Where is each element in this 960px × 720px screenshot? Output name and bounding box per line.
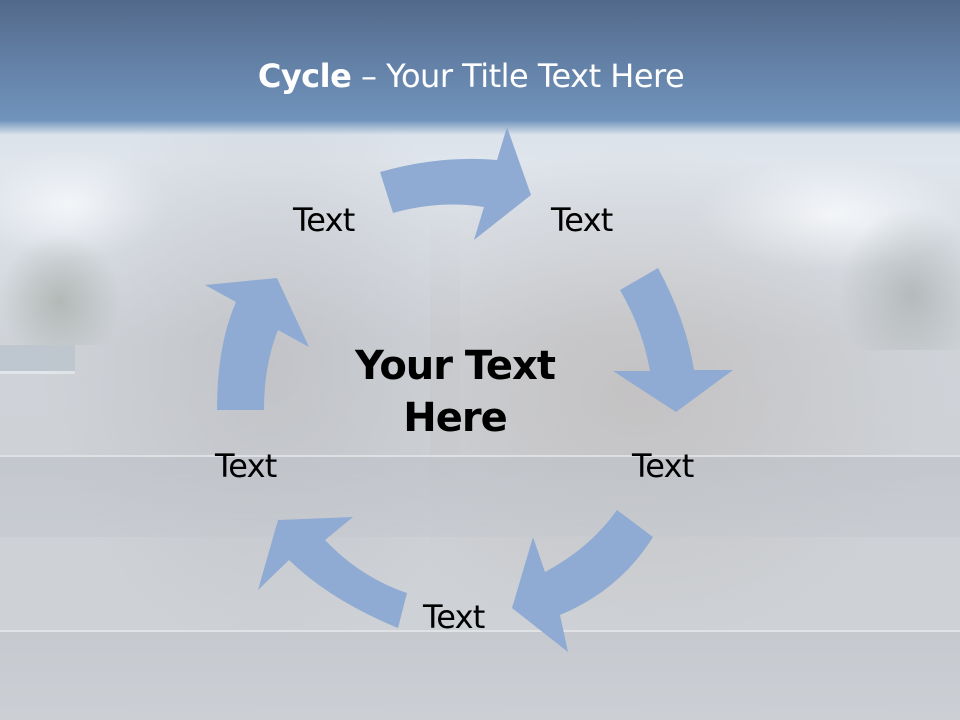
center-text-line-2: Here — [403, 395, 507, 441]
cycle-label-bottom[interactable]: Text — [423, 598, 485, 636]
title-separator: – — [351, 57, 387, 95]
title-header — [0, 0, 960, 135]
arrow-top-icon[interactable] — [380, 127, 531, 240]
center-text-line-1: Your Text — [355, 343, 556, 389]
arrow-bottom-left-icon[interactable] — [258, 517, 407, 628]
arrow-left-icon[interactable] — [205, 278, 309, 410]
background-fence-rail — [0, 630, 960, 720]
cycle-label-right[interactable]: Text — [632, 447, 694, 485]
title-rest: Your Title Text Here — [386, 57, 685, 95]
slide-title[interactable]: Cycle – Your Title Text Here — [0, 54, 942, 98]
arrow-bottom-right-icon[interactable] — [512, 510, 653, 652]
cycle-label-left[interactable]: Text — [215, 447, 277, 485]
title-bold-part: Cycle — [257, 57, 352, 95]
arrow-right-icon[interactable] — [613, 268, 733, 412]
background-fence-rail — [0, 455, 960, 537]
cycle-label-top-left[interactable]: Text — [293, 201, 355, 239]
cycle-label-top-right[interactable]: Text — [551, 201, 613, 239]
cycle-center-text[interactable]: Your Text Here — [330, 340, 580, 444]
